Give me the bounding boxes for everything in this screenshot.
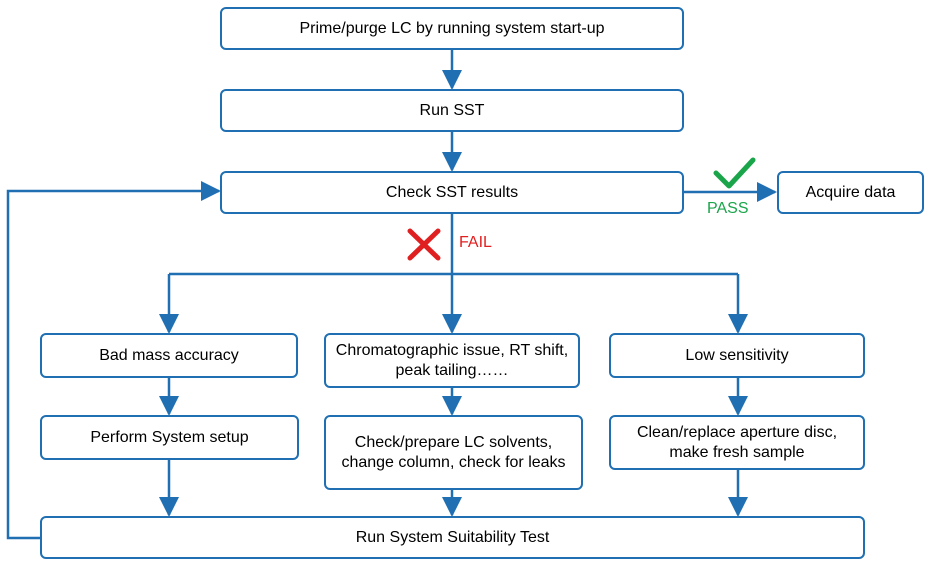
node-label: Perform System setup [90, 428, 249, 446]
node-bad-mass-accuracy: Bad mass accuracy [40, 333, 298, 378]
node-perform-system-setup: Perform System setup [40, 415, 299, 460]
node-label: Low sensitivity [685, 346, 789, 364]
node-check-sst-results: Check SST results [220, 171, 684, 214]
node-clean-aperture-disc: Clean/replace aperture disc, make fresh … [609, 415, 865, 470]
node-label: Clean/replace aperture disc, make fresh … [636, 423, 838, 461]
arrow-feedback-loop [6, 181, 221, 540]
node-run-sst: Run SST [220, 89, 684, 132]
node-check-lc-solvents: Check/prepare LC solvents, change column… [324, 415, 583, 490]
cross-icon [407, 228, 441, 261]
node-label: Run SST [419, 101, 485, 119]
node-prime-purge: Prime/purge LC by running system start-u… [220, 7, 684, 50]
pass-label: PASS [707, 200, 749, 217]
node-label: Check SST results [385, 183, 519, 201]
check-icon [713, 157, 756, 189]
fail-label: FAIL [459, 234, 492, 251]
node-low-sensitivity: Low sensitivity [609, 333, 865, 378]
node-run-system-suitability-test: Run System Suitability Test [40, 516, 865, 559]
node-label: Prime/purge LC by running system start-u… [299, 19, 605, 37]
node-label: Bad mass accuracy [99, 346, 239, 364]
node-label: Run System Suitability Test [355, 528, 550, 546]
node-label: Acquire data [805, 183, 896, 201]
node-label: Chromatographic issue, RT shift, peak ta… [335, 341, 569, 379]
node-chromatographic-issue: Chromatographic issue, RT shift, peak ta… [324, 333, 580, 388]
node-label: Check/prepare LC solvents, change column… [341, 433, 566, 471]
node-acquire-data: Acquire data [777, 171, 924, 214]
